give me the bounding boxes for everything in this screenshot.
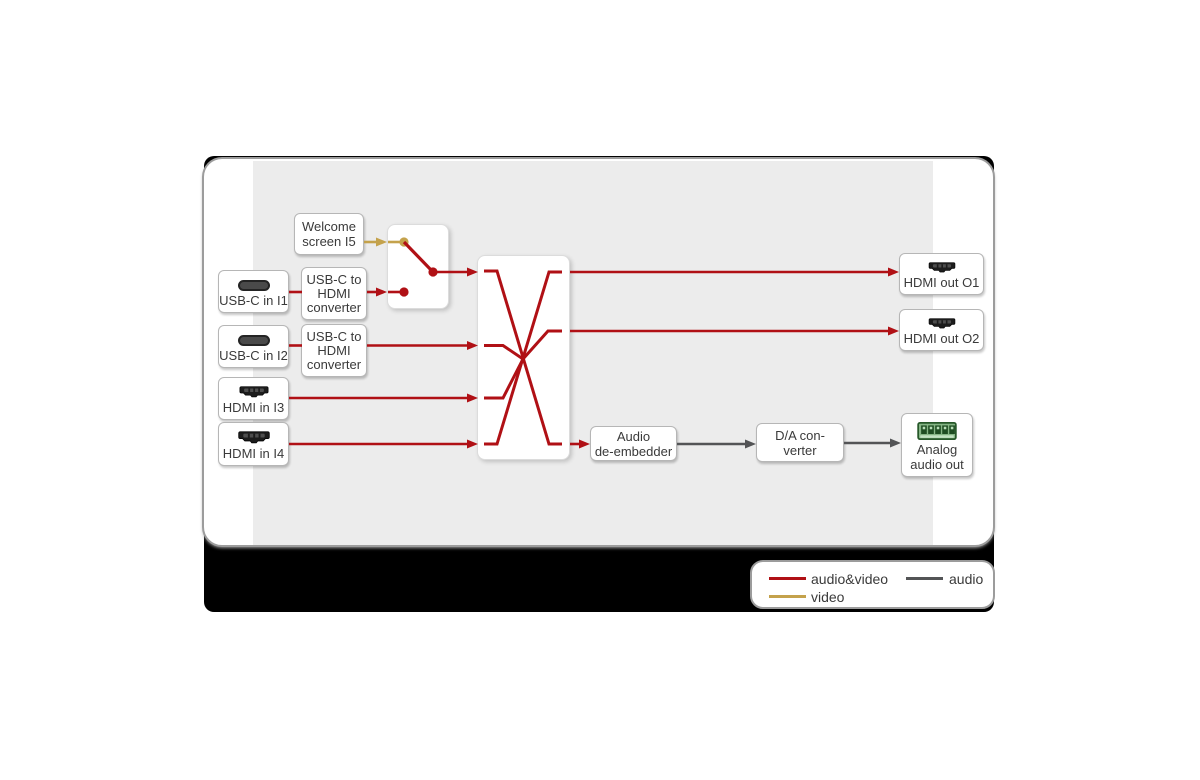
legend-audio-video-label: audio&video [811,571,889,587]
hdmi-port-icon [239,386,268,398]
port-label: HDMI out O1 [903,275,980,290]
hdmi-port-icon [237,431,270,444]
node-usb-c-in-i2: USB-C in I2 [218,325,289,368]
node-label: USB-C to HDMI converter [306,271,362,315]
node-hdmi-out-o1: HDMI out O1 [899,253,984,295]
node-usb-hdmi-converter-1: USB-C to HDMI converter [301,267,367,320]
legend-video-swatch [769,595,806,598]
node-label: Audio de-embedder [594,428,673,459]
port-label: HDMI out O2 [903,331,980,346]
node-usb-hdmi-converter-2: USB-C to HDMI converter [301,324,367,377]
port-label: USB-C in I1 [219,293,288,308]
usb-c-port-icon [237,280,270,291]
legend-audio-swatch [906,577,943,580]
usb-c-port-icon [237,335,270,346]
node-label: D/A con- verter [775,427,825,458]
legend-audio-video-swatch [769,577,806,580]
input-switch [387,224,449,309]
node-hdmi-in-i3: HDMI in I3 [218,377,289,420]
hdmi-port-icon [928,262,955,273]
node-label: USB-C to HDMI converter [306,328,362,372]
node-hdmi-out-o2: HDMI out O2 [899,309,984,351]
matrix-switcher [477,255,570,460]
node-da-converter: D/A con- verter [756,423,844,462]
node-analog-audio-out: Analog audio out [901,413,973,477]
port-label: HDMI in I4 [222,446,285,461]
hdmi-port-icon [928,318,955,329]
node-usb-c-in-i1: USB-C in I1 [218,270,289,313]
port-label: USB-C in I2 [219,348,288,363]
port-label: Analog audio out [910,442,964,472]
node-hdmi-in-i4: HDMI in I4 [218,422,289,466]
terminal-block-icon [917,422,957,440]
legend-audio-label: audio [949,571,984,587]
legend-video-label: video [811,589,845,605]
node-audio-deembedder: Audio de-embedder [590,426,677,461]
legend: audio&video audio video [750,560,995,609]
node-label: Welcome screen I5 [302,219,356,249]
node-welcome-screen: Welcome screen I5 [294,213,364,255]
port-label: HDMI in I3 [222,400,285,415]
